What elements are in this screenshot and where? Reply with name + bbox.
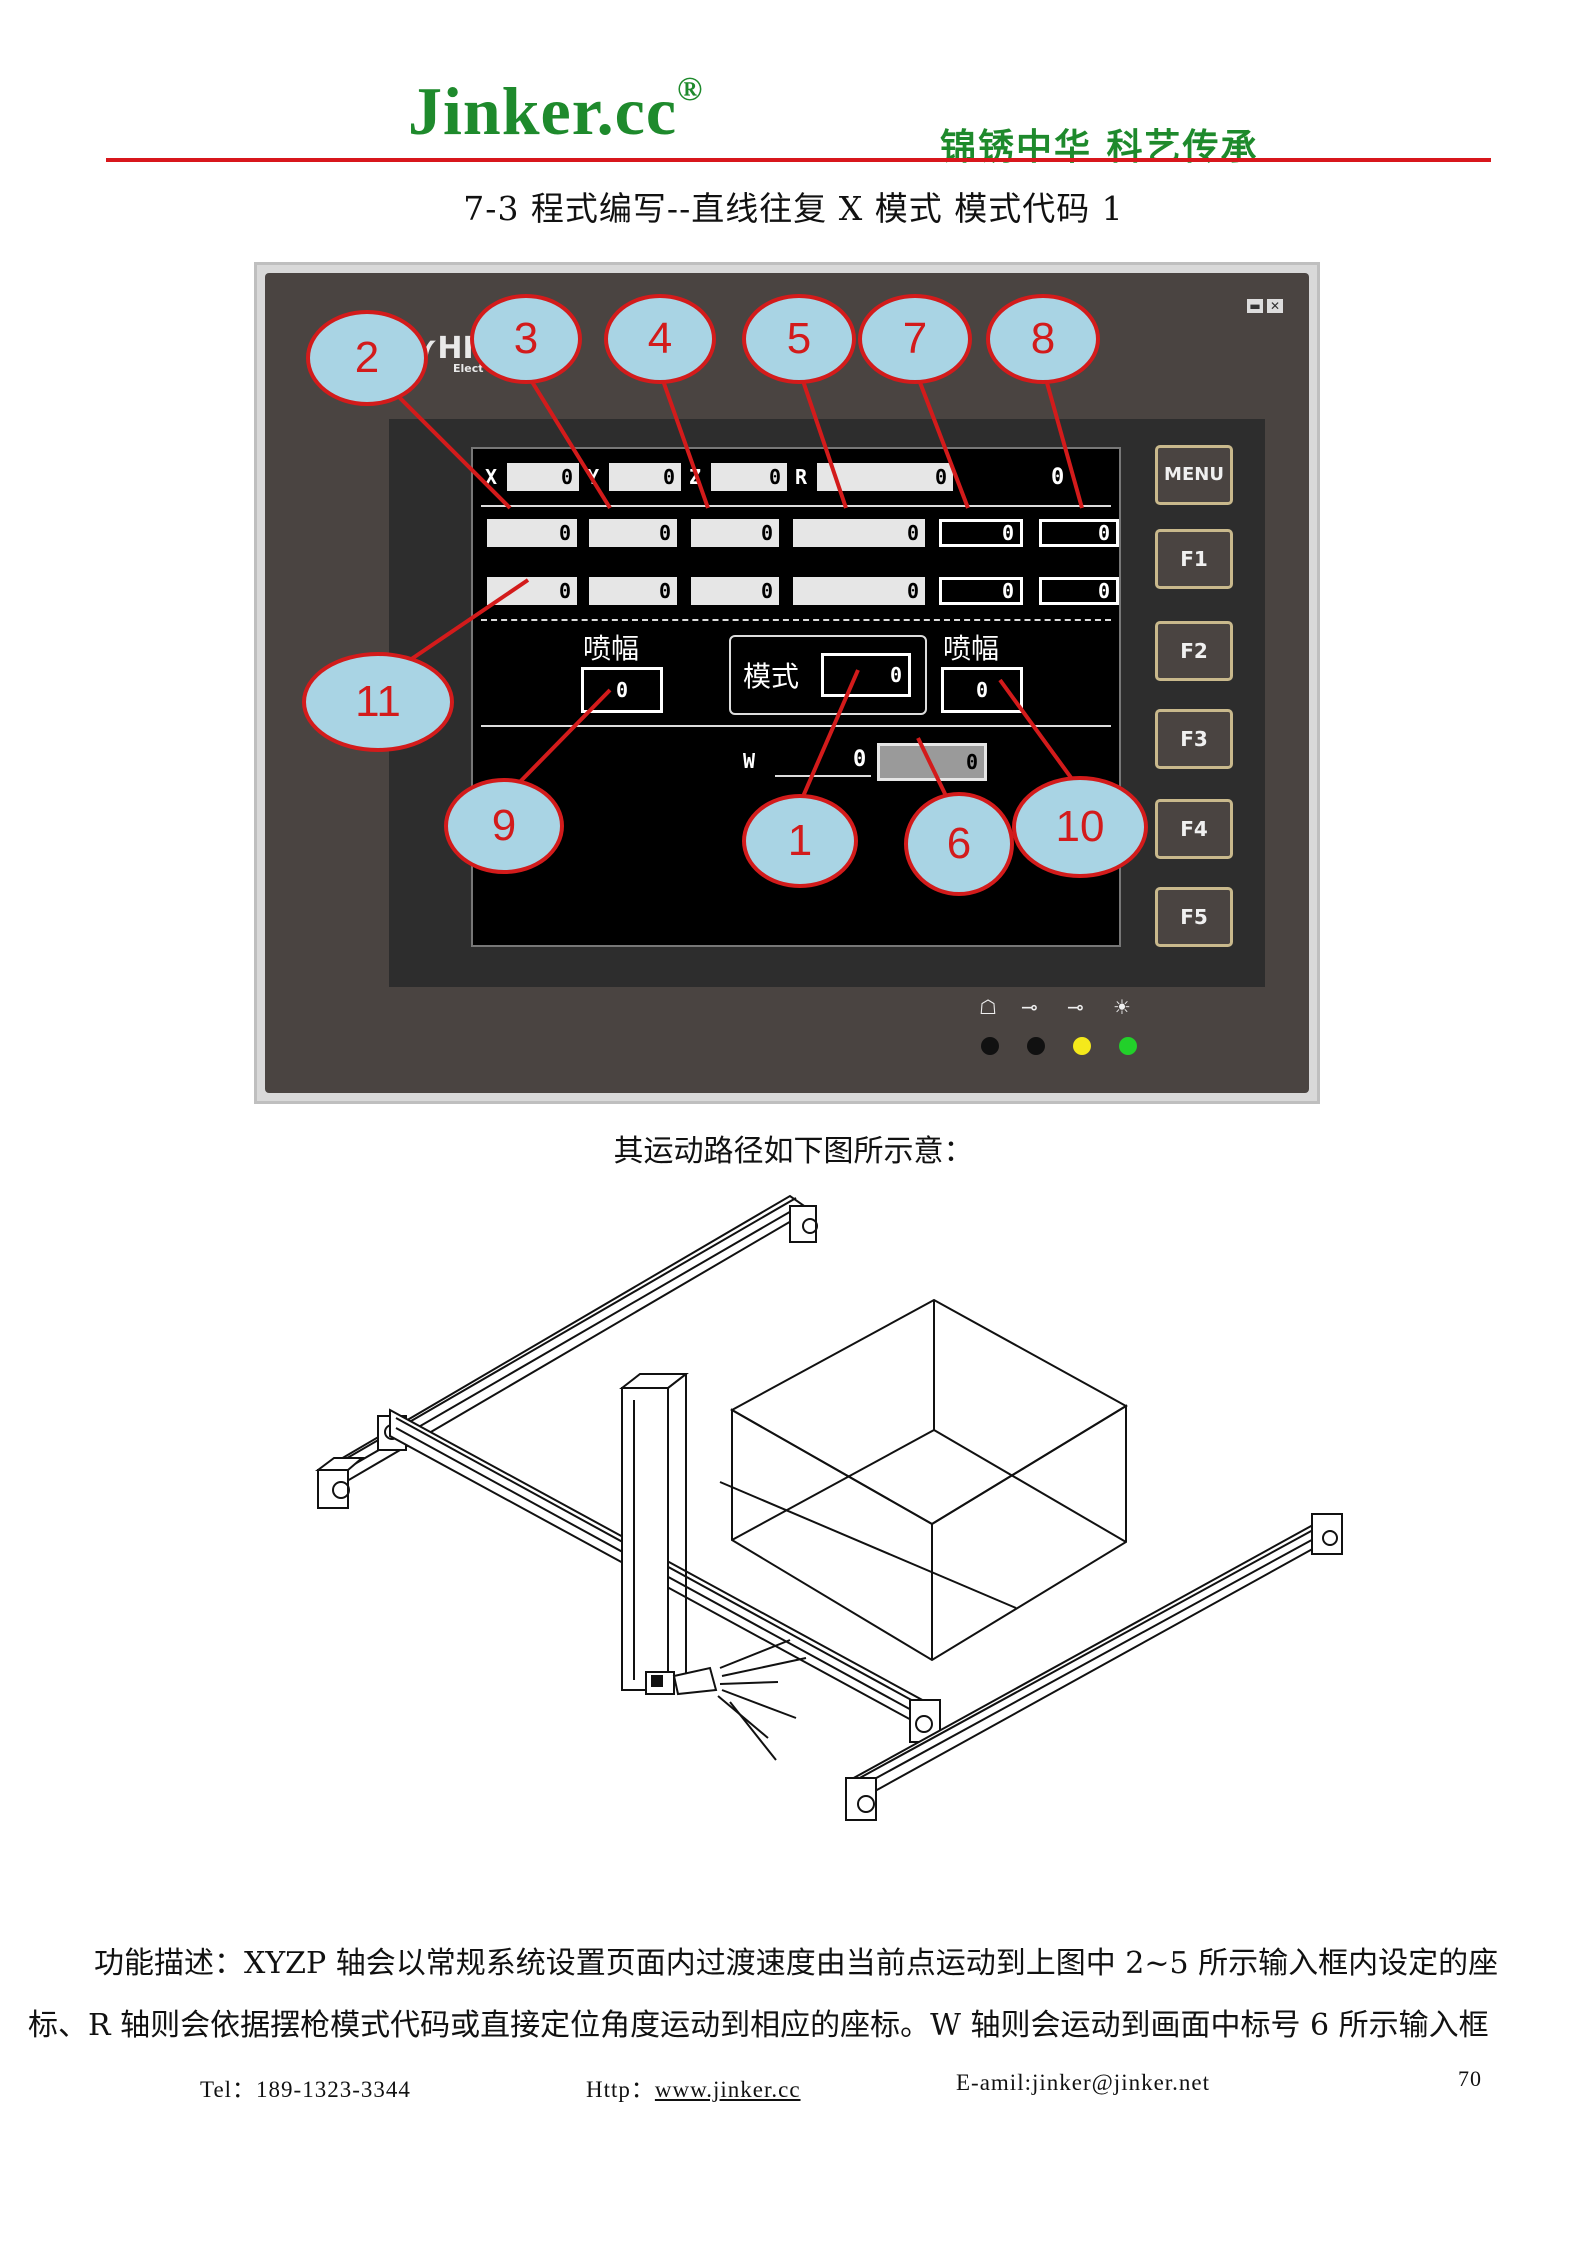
callout-5: 5 <box>742 294 856 384</box>
f2-button[interactable]: F2 <box>1155 621 1233 681</box>
callout-9: 9 <box>444 778 564 874</box>
key-icon: ⊸ <box>1021 995 1038 1019</box>
row2-field[interactable]: 0 <box>793 577 925 605</box>
page-title: 7-3 程式编写--直线往复 X 模式 模式代码 1 <box>463 189 1124 228</box>
light-icon: ☀ <box>1113 995 1131 1019</box>
description-line-1: 功能描述：XYZP 轴会以常规系统设置页面内过渡速度由当前点运动到上图中 2~5… <box>94 1946 1499 1981</box>
callout-11: 11 <box>302 652 454 752</box>
brand-text: HI <box>437 331 474 366</box>
row2-field[interactable]: 0 <box>939 577 1023 605</box>
close-icon[interactable]: ✕ <box>1267 299 1283 313</box>
f1-button[interactable]: F1 <box>1155 529 1233 589</box>
status-led <box>1119 1037 1137 1055</box>
w-label: W <box>743 749 756 773</box>
callout-6: 6 <box>904 792 1014 896</box>
footer-email: E-amil:jinker@jinker.net <box>956 2070 1211 2095</box>
menu-button[interactable]: MENU <box>1155 445 1233 505</box>
description-line-2: 标、R 轴则会依据摆枪模式代码或直接定位角度运动到相应的座标。W 轴则会运动到画… <box>28 2008 1489 2043</box>
row1-field-2[interactable]: 0 <box>487 519 577 547</box>
f3-button[interactable]: F3 <box>1155 709 1233 769</box>
row1-field-4[interactable]: 0 <box>691 519 779 547</box>
callout-8: 8 <box>986 294 1100 384</box>
logo: Jinker.cc® <box>408 71 704 151</box>
footer-http: Http：www.jinker.cc <box>586 2070 801 2104</box>
footer-website-link[interactable]: www.jinker.cc <box>654 2077 801 2102</box>
row1-field-3[interactable]: 0 <box>589 519 677 547</box>
minimize-icon[interactable]: ▬ <box>1247 299 1263 313</box>
callout-3: 3 <box>470 294 582 384</box>
row1-field-8[interactable]: 0 <box>1039 519 1119 547</box>
axis-value-z[interactable]: 0 <box>711 463 787 491</box>
key-icon: ⊸ <box>1067 995 1084 1019</box>
divider-bottom <box>481 725 1111 727</box>
row2-field[interactable]: 0 <box>1039 577 1119 605</box>
status-led <box>981 1037 999 1055</box>
window-controls: ▬ ✕ <box>1247 299 1283 313</box>
row2-field[interactable]: 0 <box>589 577 677 605</box>
header-rule <box>106 158 1491 162</box>
callout-1: 1 <box>742 794 858 888</box>
spray-left-label: 喷幅 <box>583 632 640 665</box>
footer-http-label: Http： <box>586 2077 655 2102</box>
registered-mark: ® <box>677 71 704 109</box>
divider-dashed <box>481 619 1111 621</box>
callout-7: 7 <box>858 294 972 384</box>
figure-caption: 其运动路径如下图所示意： <box>613 1134 974 1169</box>
spray-right-label: 喷幅 <box>943 632 1000 665</box>
logo-text: Jinker.cc <box>408 73 678 149</box>
status-led <box>1027 1037 1045 1055</box>
hmi-case: ▬ ✕ ⋎HI Elect X 0 Y 0 Z 0 R 0 0 0 0 0 0 … <box>265 273 1309 1093</box>
mode-label: 模式 <box>743 660 800 693</box>
page-number: 70 <box>1458 2066 1482 2091</box>
row2-field[interactable]: 0 <box>691 577 779 605</box>
callout-2: 2 <box>306 310 428 406</box>
divider-top <box>481 505 1111 507</box>
callout-10: 10 <box>1012 776 1148 878</box>
network-icon: ☖ <box>979 995 997 1019</box>
f4-button[interactable]: F4 <box>1155 799 1233 859</box>
callout-4: 4 <box>604 294 716 384</box>
footer-tel: Tel：189-1323-3344 <box>200 2077 411 2102</box>
f5-button[interactable]: F5 <box>1155 887 1233 947</box>
row1-field-5[interactable]: 0 <box>793 519 925 547</box>
row1-field-7[interactable]: 0 <box>939 519 1023 547</box>
status-led <box>1073 1037 1091 1055</box>
